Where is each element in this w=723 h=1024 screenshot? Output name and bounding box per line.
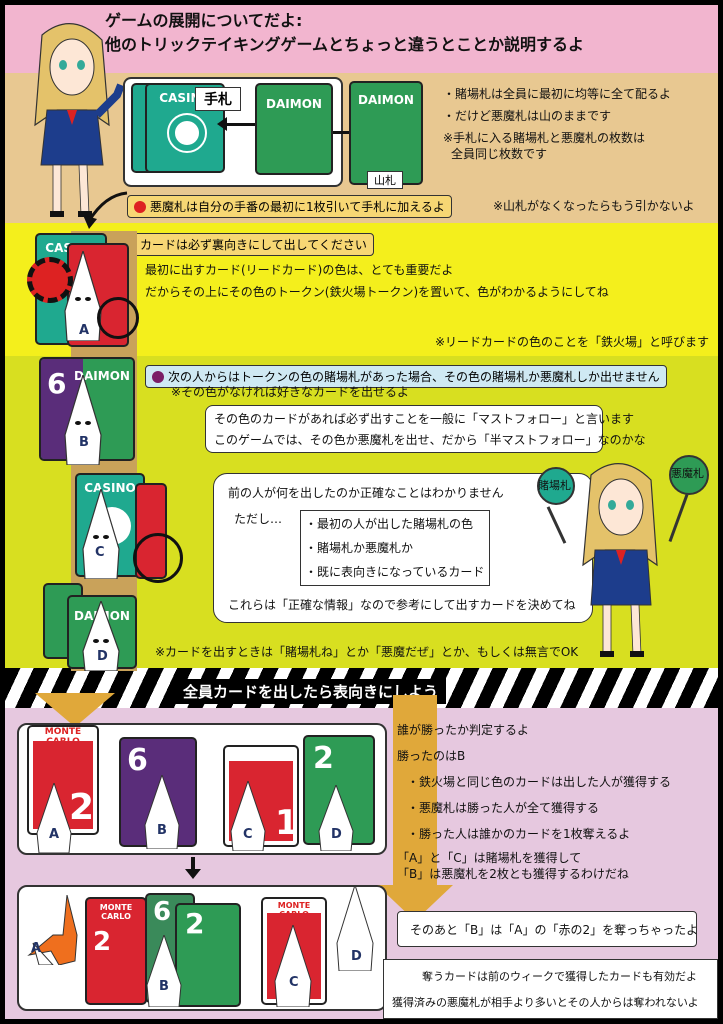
- lead-note: ※リードカードの色のことを「鉄火場」と呼びます: [435, 335, 710, 349]
- player-c-label: C: [243, 827, 253, 842]
- steal-box: そのあと「B」は「A」の「赤の2」を奪っちゃったよ: [397, 911, 699, 947]
- circle-highlight: [133, 533, 183, 583]
- reveal-rule-2: ・悪魔札は勝った人が全て獲得する: [407, 801, 600, 815]
- lead-text-1: 最初に出すカード(リードカード)の色は、とても重要だよ: [145, 263, 454, 277]
- purple-token-icon: [152, 371, 164, 383]
- down-arrow-right-shaft: [393, 695, 437, 895]
- casino-card: CASINO: [145, 83, 225, 173]
- red-token-icon: [134, 201, 146, 213]
- hooded-figure-b: [64, 375, 102, 465]
- hooded-figure-b: [144, 775, 180, 849]
- info-outro: これらは「正確な情報」なので参考にして出すカードを決めてね: [228, 598, 576, 612]
- revealed-card-a: MONTE CARLO 2: [27, 725, 99, 835]
- hooded-figure-b: [146, 935, 182, 1007]
- daimon-deck: DAIMON: [349, 81, 423, 185]
- face-down-rule: カードは必ず裏向きにして出してください: [117, 233, 374, 256]
- daimon-card: DAIMON: [255, 83, 333, 175]
- player-b-label: B: [79, 435, 89, 450]
- devil-draw-rule: 悪魔札は自分の手番の最初に1枚引いて手札に加えるよ: [127, 195, 452, 218]
- deal-note-2: ・だけど悪魔札は山のままです: [443, 109, 612, 123]
- follow-rule: 次の人からはトークンの色の賭場札があった場合、その色の賭場札か悪魔札しか出せませ…: [145, 365, 667, 388]
- page-title: ゲームの展開についてだよ:: [105, 11, 303, 30]
- player-a-label: A: [79, 323, 90, 338]
- deal-note-1: ・賭場札は全員に最初に均等に全て配るよ: [443, 87, 672, 101]
- summary-2: 「B」は悪魔札を2枚とも獲得するわけだね: [397, 867, 629, 881]
- down-arrow-left: [35, 693, 115, 727]
- player-c-label: C: [95, 545, 105, 560]
- deal-note-3b: 全員同じ枚数です: [451, 147, 548, 161]
- guide-character-top: [34, 23, 125, 217]
- info-but: ただし…: [234, 512, 283, 526]
- manual-page: ゲームの展開についてだよ: 他のトリックテイキングゲームとちょっと違うとことか説…: [5, 5, 718, 1019]
- info-item-3: ・既に表向きになっているカード: [305, 565, 485, 579]
- stolen-card: MONTE CARLO 2: [85, 897, 147, 1005]
- arrow-down-curve: [83, 191, 128, 229]
- hooded-figure-c: [82, 489, 120, 579]
- player-c-label: C: [289, 975, 299, 990]
- header-band: [5, 5, 718, 73]
- hooded-figure-d: [336, 885, 374, 971]
- lead-text-2: だからその上にその色のトークン(鉄火場トークン)を置いて、色がわかるようにしてね: [145, 285, 609, 299]
- footnote-1: 奪うカードは前のウィークで獲得したカードも有効だよ: [422, 970, 697, 983]
- info-list: ・最初の人が出した賭場札の色 ・賭場札か悪魔札か ・既に表向きになっているカード: [300, 510, 490, 586]
- guide-character-right: [582, 463, 658, 657]
- lead-token: [27, 257, 73, 303]
- arrow-left-head: [217, 117, 227, 131]
- deck-label: 山札: [367, 171, 403, 189]
- devil-sign: [669, 455, 709, 495]
- reveal-rule-1: ・鉄火場と同じ色のカードは出した人が獲得する: [407, 775, 672, 789]
- deck-empty-note: ※山札がなくなったらもう引かないよ: [493, 199, 695, 213]
- arrow-left: [223, 123, 255, 126]
- revealed-card-d: 2: [303, 735, 375, 845]
- casino-sign: [537, 467, 575, 505]
- must-follow-box: その色のカードがあれば必ず出すことを一般に「マストフォロー」と言います このゲー…: [205, 405, 646, 453]
- hooded-figure-a-orange: [27, 895, 78, 965]
- page-subtitle: 他のトリックテイキングゲームとちょっと違うとことか説明するよ: [105, 35, 585, 54]
- follow-note: ※その色がなければ好きなカードを出せるよ: [171, 385, 410, 399]
- player-a-label: A: [31, 941, 42, 956]
- summary-1: 「A」と「C」は賭場札を獲得して: [397, 851, 582, 865]
- devil-sign-label: 悪魔札: [671, 467, 704, 480]
- info-bubble: 前の人が何を出したのか正確なことはわかりません ただし… ・最初の人が出した賭場…: [213, 473, 593, 623]
- info-intro: 前の人が何を出したのか正確なことはわかりません: [228, 486, 504, 500]
- hooded-figure-a: [36, 783, 72, 853]
- hooded-figure-a: [64, 251, 102, 341]
- hooded-figure-d: [318, 785, 354, 851]
- player-d-label: D: [97, 649, 108, 664]
- player-d-label: D: [331, 827, 342, 842]
- must-follow-text-1: その色のカードがあれば必ず出すことを一般に「マストフォロー」と言います: [214, 412, 635, 426]
- must-follow-text-2: このゲームでは、その色か悪魔札を出せ、だから「半マストフォロー」なのかな: [214, 433, 646, 447]
- hooded-figure-c: [230, 781, 266, 851]
- hooded-figure-d: [82, 601, 120, 671]
- info-item-1: ・最初の人が出した賭場札の色: [305, 517, 474, 531]
- won-card-b2: 2: [175, 903, 241, 1007]
- casino-sign-label: 賭場札: [538, 479, 571, 492]
- play-note: ※カードを出すときは「賭場札ね」とか「悪魔だぜ」とか、もしくは無言でOK: [155, 645, 579, 659]
- winner-text: 勝ったのはB: [397, 749, 466, 763]
- circle-highlight: [97, 297, 139, 339]
- reveal-rule-3: ・勝った人は誰かのカードを1枚奪えるよ: [407, 827, 631, 841]
- info-item-2: ・賭場札か悪魔札か: [305, 541, 414, 555]
- hand-label: 手札: [195, 87, 241, 111]
- player-b-label: B: [159, 979, 169, 994]
- player-d-label: D: [351, 949, 362, 964]
- footnote-box: 奪うカードは前のウィークで獲得したカードも有効だよ 獲得済みの悪魔札が相手より多…: [383, 959, 718, 1019]
- deal-note-3a: ※手札に入る賭場札と悪魔札の枚数は: [443, 131, 646, 145]
- player-b-label: B: [157, 823, 167, 838]
- arrow-down-small-head: [185, 869, 201, 879]
- arrow-left-2: [333, 131, 349, 134]
- judge-text: 誰が勝ったか判定するよ: [397, 723, 530, 737]
- player-a-label: A: [49, 827, 60, 842]
- steal-text: そのあと「B」は「A」の「赤の2」を奪っちゃったよ: [410, 923, 699, 937]
- arrow-down-small: [191, 857, 195, 871]
- footnote-2: 獲得済みの悪魔札が相手より多いとその人からは奪われないよ: [392, 996, 699, 1009]
- hooded-figure-c: [274, 925, 312, 1007]
